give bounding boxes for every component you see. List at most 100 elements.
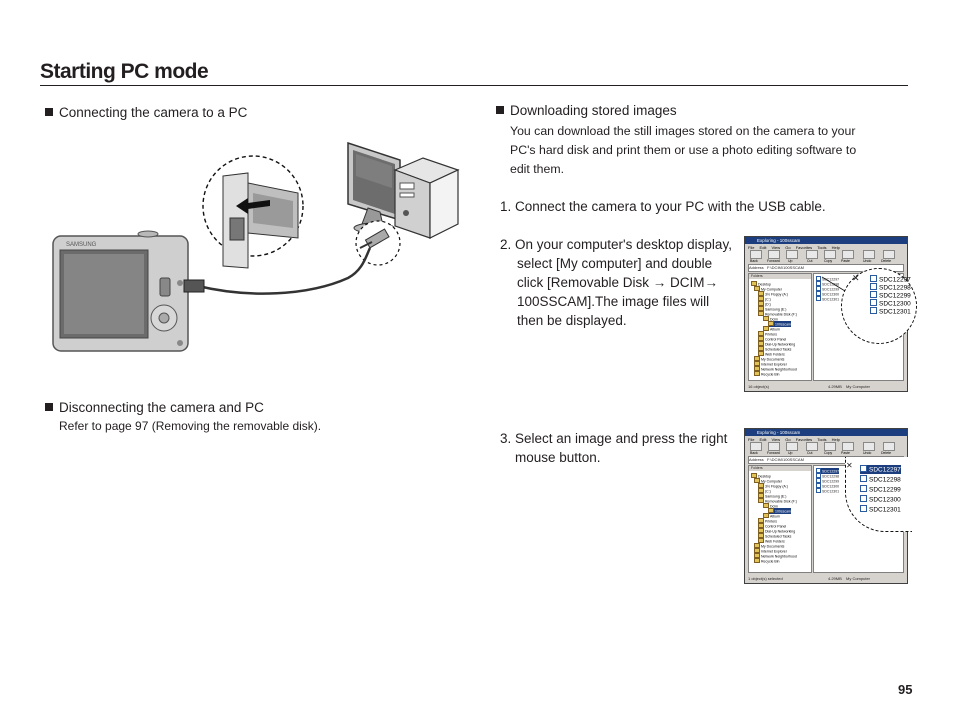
address-label: Address <box>749 457 764 462</box>
toolbar-label: Cut <box>807 259 813 263</box>
bullet-square-icon <box>496 106 504 114</box>
tree-item: Dial-Up Networking <box>758 341 795 347</box>
tree-item: Samsung (E:) <box>758 306 786 312</box>
file-item: SDC12301 <box>816 488 839 494</box>
tree-item: Desktop <box>751 473 771 479</box>
zoom-file-item: SDC12301 <box>870 307 911 316</box>
tree-item-selected: 100sscam <box>768 508 791 514</box>
status-objects: 16 object(s) <box>748 384 769 389</box>
status-objects: 1 object(s) selected <box>748 576 783 581</box>
tree-item: Dial-Up Networking <box>758 528 795 534</box>
zoom-pointer <box>821 276 846 292</box>
zoom-file-item: SDC12298 <box>870 283 911 292</box>
download-intro: You can download the still images stored… <box>510 122 856 179</box>
toolbar-label: Copy <box>824 451 833 455</box>
toolbar-label: Up <box>788 259 793 263</box>
download-intro-line: edit them. <box>510 162 564 176</box>
tree-item: 3½ Floppy (A:) <box>758 291 788 297</box>
file-item: SDC12298 <box>816 473 839 479</box>
file-item: SDC12299 <box>816 286 839 292</box>
zoom-file-item-selected: SDC12297 <box>860 465 901 474</box>
zoom-file-item: SDC12297 <box>870 275 911 284</box>
page-number: 95 <box>898 682 913 697</box>
camera-illustration: SAMSUNG <box>52 230 189 352</box>
download-heading-text: Downloading stored images <box>510 103 677 118</box>
paste-icon <box>842 442 854 451</box>
close-x-icon: ✕ <box>852 273 860 283</box>
usb-cable <box>197 247 372 295</box>
step-1: 1. Connect the camera to your PC with th… <box>500 199 826 214</box>
tree-item: Web Folders <box>758 538 785 544</box>
forward-icon <box>768 442 780 451</box>
toolbar-label: Up <box>788 451 793 455</box>
explorer-titlebar <box>745 237 907 244</box>
forward-icon <box>768 250 780 259</box>
address-label: Address <box>749 265 764 270</box>
toolbar-label: Back <box>750 259 758 263</box>
step-2: 2. On your computer's desktop display, s… <box>500 235 732 330</box>
tree-item: Samsung (E:) <box>758 493 786 499</box>
file-item: SDC12297 <box>816 276 839 282</box>
tree-item: Control Panel <box>758 523 786 529</box>
folder-tree: Folders Desktop My Computer 3½ Floppy (A… <box>748 465 812 573</box>
tree-item: (C:) <box>758 488 771 494</box>
file-list-zoom: SDC12297 SDC12298 SDC12299 SDC12300 SDC1… <box>841 268 917 344</box>
explorer-title: Exploring - 100sscam <box>757 238 801 243</box>
tree-item: Printers <box>758 331 777 337</box>
tree-item: Scheduled Tasks <box>758 533 791 539</box>
up-icon <box>786 250 798 259</box>
zoom-file-item: SDC12300 <box>860 495 901 504</box>
connect-heading: Connecting the camera to a PC <box>45 105 247 120</box>
cut-icon <box>806 250 818 259</box>
tree-item-selected: 100sscam <box>768 321 791 327</box>
usb-connector <box>183 279 205 293</box>
copy-icon <box>824 250 836 259</box>
step-2-line: 2. On your computer's desktop display, <box>500 237 732 252</box>
step-2-line: then be displayed. <box>517 313 627 328</box>
camera-brand-label: SAMSUNG <box>66 242 97 248</box>
page-title: Starting PC mode <box>40 60 209 83</box>
tree-item: Recycle Bin <box>754 558 779 564</box>
status-size: 4.29MB <box>828 384 842 389</box>
tree-item: My Computer <box>754 286 782 292</box>
connect-heading-text: Connecting the camera to a PC <box>59 105 248 120</box>
toolbar-label: Cut <box>807 451 813 455</box>
step-2-line: 100SSCAM].The image files will <box>517 294 710 309</box>
toolbar-label: Forward <box>767 451 780 455</box>
file-item-selected: SDC12297 <box>816 468 840 474</box>
explorer-toolbar: Back Forward Up Cut Copy Paste Undo Dele… <box>748 442 904 455</box>
folders-label: Folders <box>749 466 811 471</box>
step-3-line: 3. Select an image and press the right <box>500 431 728 446</box>
usb-plug-zoom-illustration <box>355 220 401 266</box>
monitor-icon <box>347 141 401 234</box>
usb-port-zoom-illustration <box>202 155 304 269</box>
address-bar: F:\DCIM\100SSCAM <box>748 264 904 272</box>
disconnect-heading-text: Disconnecting the camera and PC <box>59 400 264 415</box>
status-location: My Computer <box>846 576 871 581</box>
back-icon <box>750 250 762 259</box>
explorer-titlebar <box>745 429 907 436</box>
tree-item: Album <box>763 326 780 332</box>
file-item: SDC12301 <box>816 296 839 302</box>
zoom-file-item: SDC12298 <box>860 475 901 484</box>
explorer-screenshot-1: Exploring - 100sscam File Edit View Go F… <box>744 236 917 392</box>
tree-item: 3½ Floppy (A:) <box>758 483 788 489</box>
back-icon <box>750 442 762 451</box>
tree-item: Network Neighborhood <box>754 366 797 372</box>
download-heading: Downloading stored images <box>496 103 677 118</box>
toolbar-label: Paste <box>841 259 850 263</box>
status-size: 4.29MB <box>828 576 842 581</box>
tree-item: (D:) <box>758 301 771 307</box>
download-intro-line: PC's hard disk and print them or use a p… <box>510 143 857 157</box>
file-item: SDC12300 <box>816 483 839 489</box>
toolbar-label: Forward <box>767 259 780 263</box>
toolbar-label: Copy <box>824 259 833 263</box>
paste-icon <box>842 250 854 259</box>
tree-item: Recycle Bin <box>754 371 779 377</box>
bullet-square-icon <box>45 108 53 116</box>
zoom-file-item: SDC12300 <box>870 299 911 308</box>
toolbar-label: Undo <box>863 259 872 263</box>
pc-tower-icon <box>393 157 460 239</box>
toolbar-label: Delete <box>881 451 892 455</box>
step-3-line: mouse button. <box>515 450 601 465</box>
